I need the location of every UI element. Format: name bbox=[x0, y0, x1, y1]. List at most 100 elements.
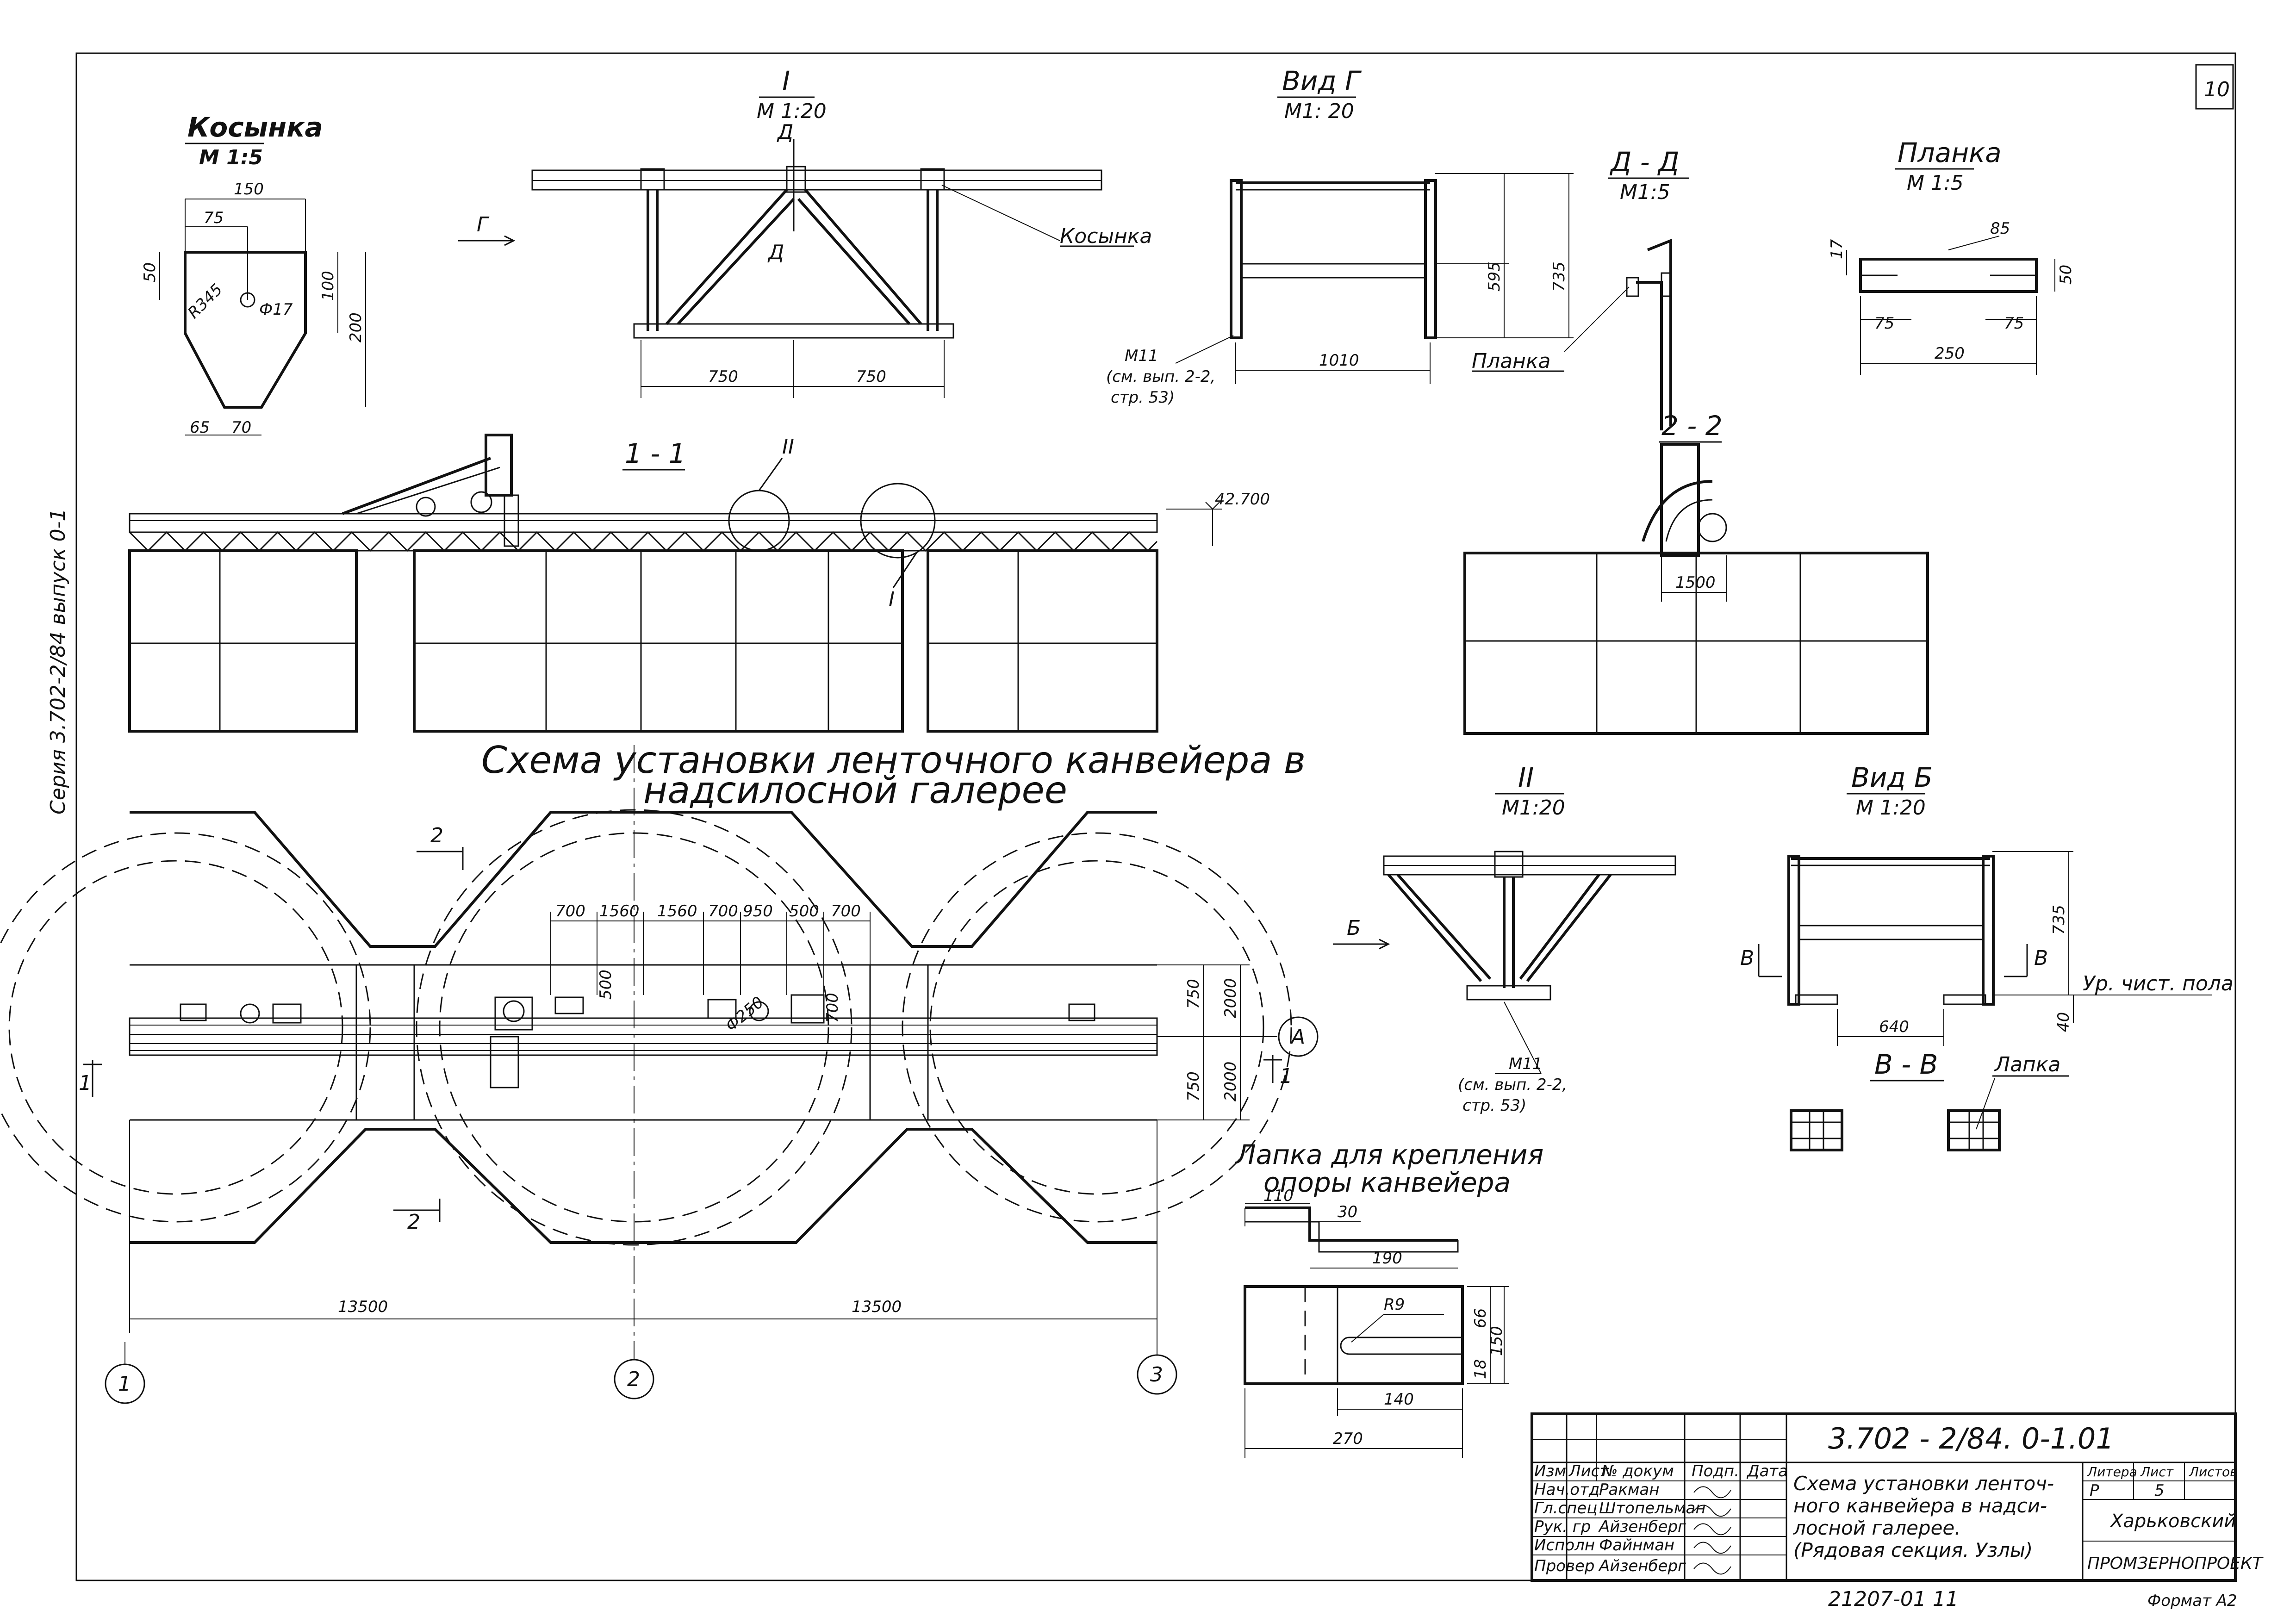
tb-header-izm: Изм bbox=[1534, 1462, 1566, 1480]
kosynka-dim-65: 65 bbox=[190, 418, 210, 437]
lapka-dim-110: 110 bbox=[1263, 1187, 1294, 1205]
axis-3-label: 3 bbox=[1150, 1363, 1163, 1387]
node1-scale: М 1:20 bbox=[757, 99, 827, 123]
vidg-note-2: (см. вып. 2-2, bbox=[1106, 367, 1215, 386]
dd-scale: М1:5 bbox=[1620, 180, 1670, 204]
planka-dim-17: 17 bbox=[1828, 239, 1846, 259]
node2-title: II bbox=[1518, 762, 1534, 793]
sec22-title: 2 - 2 bbox=[1661, 410, 1723, 442]
tb-signature-4 bbox=[1693, 1562, 1731, 1575]
vidg-title: Вид Г bbox=[1282, 65, 1362, 97]
sec11-node1-label: I bbox=[889, 588, 895, 611]
tb-role-0: Нач.отд bbox=[1534, 1480, 1599, 1499]
node1-dim-750-left: 750 bbox=[708, 367, 738, 386]
tb-role-3: Исполн bbox=[1534, 1536, 1595, 1555]
planka-dim-75-left: 75 bbox=[1874, 314, 1894, 333]
vidg-dim-1010: 1010 bbox=[1319, 351, 1359, 370]
tb-name-4: Айзенберг bbox=[1598, 1557, 1686, 1575]
tb-signature-1 bbox=[1693, 1505, 1731, 1517]
node1-title: I bbox=[782, 65, 790, 97]
lapka-dim-30: 30 bbox=[1338, 1203, 1357, 1221]
tb-stage-value: Р bbox=[2090, 1481, 2099, 1500]
scheme-dim-top-700c: 700 bbox=[831, 902, 861, 920]
view-node-1: I М 1:20 Д Д 750 750 Г Косынка bbox=[458, 65, 1152, 398]
vv-title: В - В bbox=[1874, 1049, 1938, 1080]
view-section-dd: Д - Д М1:5 Планка bbox=[1472, 146, 1689, 430]
vidb-title: Вид Б bbox=[1851, 762, 1933, 793]
axis-2-label: 2 bbox=[627, 1368, 640, 1391]
scheme-dim-right-2000a: 2000 bbox=[1221, 978, 1240, 1018]
drawing-frame bbox=[75, 52, 2236, 1581]
scheme-dim-top-1560b: 1560 bbox=[657, 902, 697, 920]
kosynka-dim-50: 50 bbox=[141, 262, 159, 282]
sheet-number: 10 bbox=[2204, 78, 2230, 101]
view-section-11: 1 - 1 II I 42.700 bbox=[128, 434, 1270, 733]
kosynka-dim-75: 75 bbox=[204, 209, 224, 227]
lapka-dim-190: 190 bbox=[1372, 1249, 1402, 1268]
view-vid-g: Вид Г М1: 20 595 735 1010 М11 (см. вып. … bbox=[1106, 65, 1574, 407]
kosynka-dim-100: 100 bbox=[319, 271, 337, 301]
tb-desc-1: Схема установки ленточ- bbox=[1793, 1472, 2054, 1495]
tb-sheet-header: Лист bbox=[2140, 1464, 2174, 1480]
tb-header-list: Лист bbox=[1568, 1462, 1609, 1480]
scheme-cut-1-right: 1 bbox=[1280, 1064, 1293, 1088]
tb-signature-3 bbox=[1693, 1542, 1731, 1554]
node1-leader-kosynka: Косынка bbox=[1060, 224, 1152, 248]
view-node-2: II М1:20 Б М11 (см. вып. 2-2, стр. 53) bbox=[1333, 762, 1676, 1115]
tb-sheets-header: Листов bbox=[2189, 1464, 2238, 1480]
planka-dim-75-right: 75 bbox=[2004, 314, 2024, 333]
node2-arrow-b: Б bbox=[1347, 916, 1361, 940]
tb-header-data: Дата bbox=[1746, 1462, 1788, 1480]
node1-dim-750-right: 750 bbox=[856, 367, 886, 386]
vidg-scale: М1: 20 bbox=[1284, 99, 1354, 123]
sec11-level: 42.700 bbox=[1215, 490, 1270, 509]
vidb-level-label: Ур. чист. пола bbox=[2083, 972, 2234, 995]
scheme-dim-13500-left: 13500 bbox=[338, 1298, 388, 1316]
view-lapka: Лапка для крепления опоры канвейера 110 … bbox=[1235, 1139, 1543, 1458]
sec22-dim-1500: 1500 bbox=[1675, 573, 1716, 592]
scheme-title-line1: Схема установки ленточного канвейера в bbox=[481, 739, 1306, 782]
axis-a-bubble bbox=[1278, 1016, 1319, 1057]
tb-name-0: Ракман bbox=[1599, 1480, 1660, 1499]
sec11-title: 1 - 1 bbox=[625, 438, 686, 469]
kosynka-dim-r345: R345 bbox=[184, 280, 226, 322]
vidb-mark-v-left: В bbox=[1740, 946, 1754, 970]
scheme-dim-top-1560a: 1560 bbox=[599, 902, 640, 920]
tb-desc-3: лосной галерее. bbox=[1793, 1517, 1961, 1539]
scheme-cut-1-left: 1 bbox=[79, 1071, 92, 1095]
view-vid-b: Вид Б М 1:20 735 640 40 Ур. чист. пола В… bbox=[1740, 762, 2234, 1046]
vidb-dim-40: 40 bbox=[2054, 1012, 2073, 1032]
vidb-scale: М 1:20 bbox=[1856, 796, 1926, 820]
vidg-note-1: М11 bbox=[1125, 347, 1158, 365]
node1-callout bbox=[860, 483, 936, 559]
scheme-title-line2: надсилосной галерее bbox=[643, 769, 1067, 812]
planka-scale: М 1:5 bbox=[1907, 171, 1964, 195]
scheme-cut-2-bottom: 2 bbox=[407, 1210, 420, 1234]
tb-desc-4: (Рядовая секция. Узлы) bbox=[1793, 1539, 2033, 1561]
tb-name-3: Файнман bbox=[1599, 1536, 1674, 1555]
node2-note-2: (см. вып. 2-2, bbox=[1458, 1076, 1567, 1094]
node1-mark-d-bottom: Д bbox=[767, 241, 784, 264]
title-block: 3.702 - 2/84. 0-1.01 Изм Лист № докум По… bbox=[1531, 1412, 2264, 1582]
node2-scale: М1:20 bbox=[1502, 796, 1565, 820]
tb-name-1: Штопельман bbox=[1599, 1499, 1706, 1517]
tb-org-1: Харьковский bbox=[2109, 1511, 2236, 1532]
paper-format: Формат А2 bbox=[2147, 1592, 2237, 1610]
scheme-dim-500: 500 bbox=[597, 970, 615, 1000]
vidb-mark-v-right: В bbox=[2034, 946, 2048, 970]
dd-leader-planka: Планка bbox=[1472, 349, 1550, 373]
tb-name-2: Айзенберг bbox=[1598, 1517, 1686, 1536]
node1-arrow-g: Г bbox=[477, 213, 490, 236]
view-kosynka: Косынка М 1:5 150 75 50 Ф17 R345 100 200… bbox=[141, 112, 366, 437]
kosynka-title: Косынка bbox=[187, 112, 323, 143]
vidg-dim-595: 595 bbox=[1485, 261, 1504, 292]
tb-role-4: Провер bbox=[1534, 1557, 1595, 1575]
kosynka-shape bbox=[184, 251, 307, 409]
scheme-dim-right-750b: 750 bbox=[1184, 1071, 1203, 1101]
planka-title: Планка bbox=[1898, 137, 2002, 168]
lapka-dim-r9: R9 bbox=[1384, 1295, 1405, 1314]
planka-dim-250: 250 bbox=[1935, 344, 1965, 363]
lapka-title-line2: опоры канвейера bbox=[1263, 1167, 1511, 1198]
lapka-dim-18: 18 bbox=[1471, 1359, 1490, 1379]
